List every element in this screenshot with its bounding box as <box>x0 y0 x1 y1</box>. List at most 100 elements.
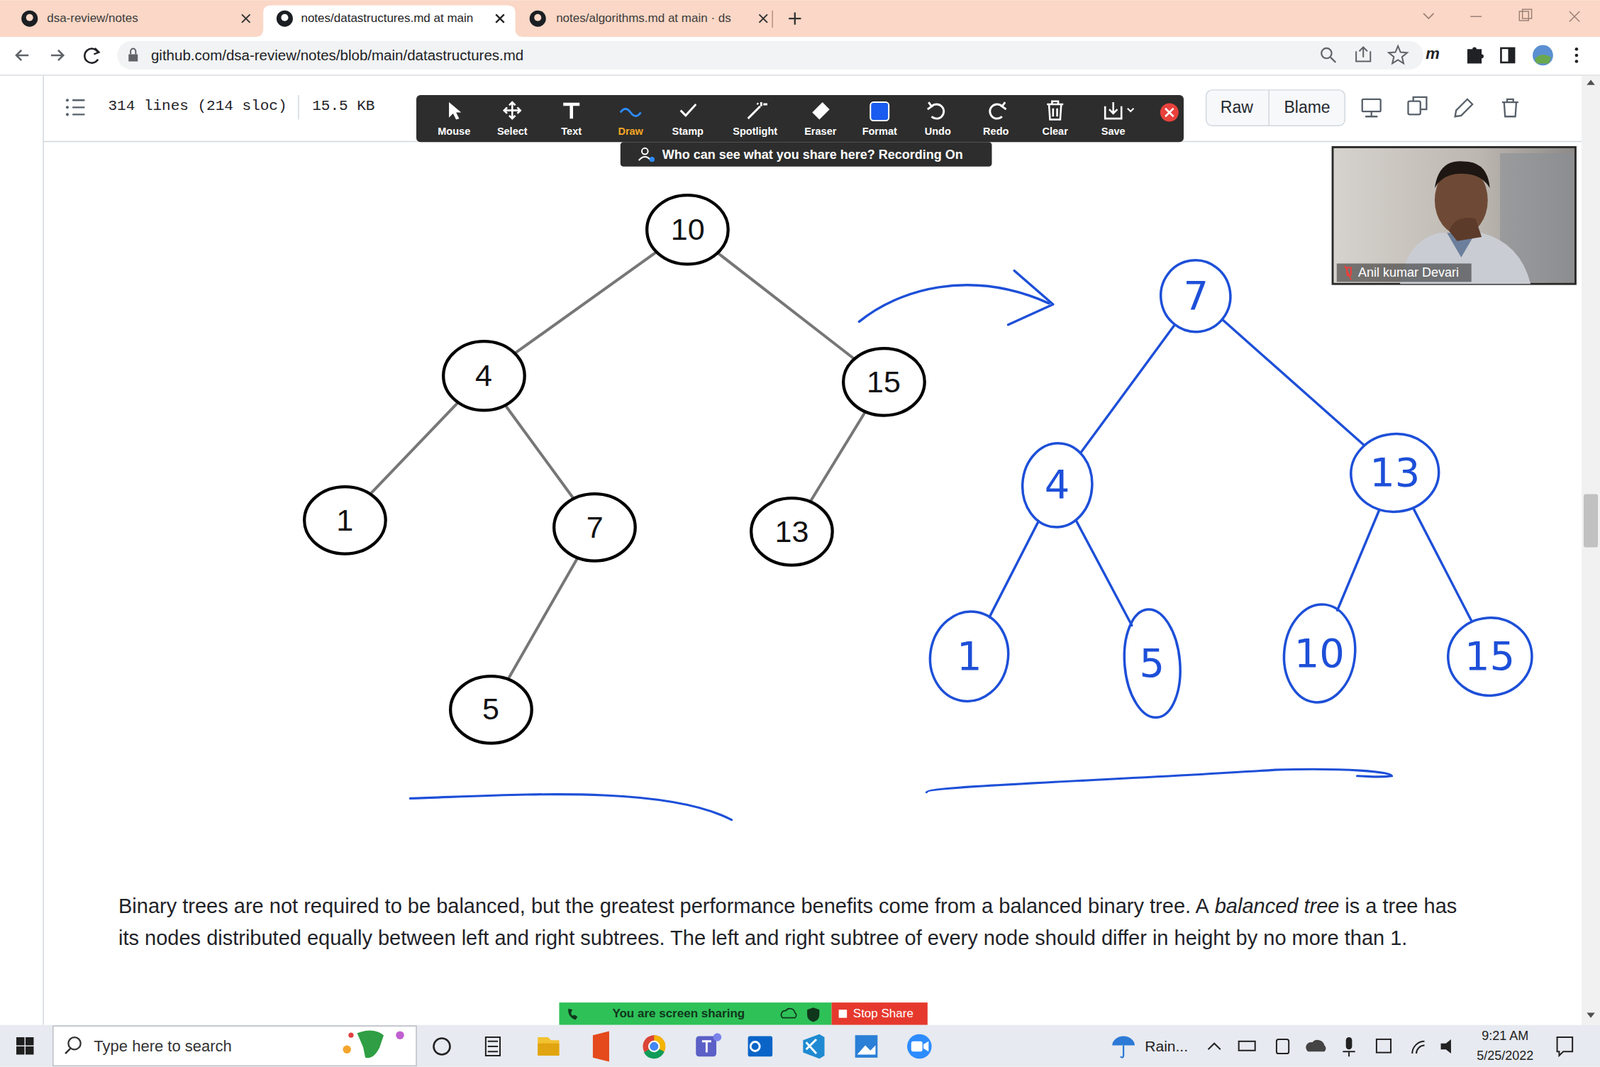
node-ellipse <box>554 494 637 561</box>
address-bar-part <box>1500 48 1515 63</box>
node-ellipse <box>1156 255 1236 337</box>
scrollbar-part <box>1581 75 1600 1025</box>
address-bar-part <box>1467 46 1484 64</box>
taskbar-part <box>537 1043 559 1056</box>
hand-drawn-underline <box>409 768 1392 820</box>
tree-node: 10 <box>644 192 731 267</box>
tree-edge <box>505 405 574 499</box>
node-ellipse <box>751 497 833 565</box>
address-bar-part <box>1321 48 1332 59</box>
taskbar-part <box>16 1036 25 1046</box>
file-header-part <box>1455 99 1473 117</box>
hand-drawn-node: 5 <box>1122 607 1182 720</box>
share-status: You are screen sharing <box>612 1006 745 1021</box>
address-bar-part <box>130 48 136 55</box>
scrollbar <box>1581 75 1600 1025</box>
tab-bar-part <box>276 10 293 27</box>
zoom-toolbar-part <box>1160 103 1179 122</box>
taskbar-part <box>1557 1036 1574 1056</box>
address-bar-part <box>1330 57 1336 63</box>
taskbar-part <box>16 1046 25 1055</box>
node-value: 4 <box>475 360 493 391</box>
tab-bar-part <box>0 0 1600 37</box>
toolbar-label: Select <box>497 125 528 138</box>
zoom-toolbar-part <box>504 102 521 119</box>
node-value: 15 <box>1464 636 1515 676</box>
node-value: 13 <box>775 516 810 547</box>
zoom-toolbar-part <box>748 102 768 119</box>
zoom-toolbar-part <box>563 104 580 119</box>
share-bar-part <box>781 1008 797 1018</box>
share-bar-part <box>807 1007 820 1022</box>
taskbar-part <box>433 1037 450 1054</box>
node-value: 13 <box>1369 452 1420 493</box>
node-ellipse <box>443 341 525 410</box>
node-ellipse <box>1119 607 1185 720</box>
node-value: 15 <box>866 366 901 398</box>
tab-bar-part <box>26 14 34 22</box>
taskbar-part <box>1112 1036 1135 1046</box>
node-ellipse <box>923 604 1016 708</box>
node-value: 5 <box>482 693 500 725</box>
address-bar-part <box>1388 46 1408 64</box>
tree-edge <box>989 520 1039 617</box>
hand-drawn-underline-part <box>409 794 732 820</box>
extension-icon: m <box>1425 45 1440 64</box>
toolbar-label: Eraser <box>804 125 837 138</box>
tab-bar-part <box>529 10 547 27</box>
address-bar-part <box>1575 47 1579 52</box>
zoom-toolbar-part <box>1002 102 1007 110</box>
address-bar-part <box>1532 45 1554 66</box>
tab-bar-part <box>241 14 251 23</box>
address-bar <box>0 36 1600 76</box>
video-tile-part <box>1344 265 1352 280</box>
tree-node: 4 <box>441 339 527 413</box>
taskbar-part <box>537 1036 559 1056</box>
tree-edge <box>1075 520 1132 626</box>
address-bar-part <box>1508 48 1515 63</box>
taskbar-part <box>750 1041 760 1052</box>
address-bar-part <box>128 53 138 61</box>
node-ellipse <box>304 487 386 554</box>
taskbar-part <box>53 1025 417 1066</box>
taskbar-part <box>348 1032 354 1038</box>
toolbar-label: Redo <box>982 125 1009 138</box>
zoom-toolbar-part <box>649 156 655 162</box>
tab-bar-part <box>280 14 288 22</box>
node-value: 5 <box>1139 643 1166 683</box>
hand-drawn-node: 10 <box>1282 602 1357 705</box>
toolbar-label: Stamp <box>672 125 704 138</box>
tab-title: notes/datastructures.md at main <box>300 11 474 26</box>
file-header-part <box>1413 97 1427 110</box>
taskbar-part <box>1346 1036 1353 1049</box>
tree-edge <box>508 558 578 679</box>
taskbar-part <box>907 1034 932 1059</box>
tree-edge <box>718 253 854 359</box>
address-bar-part <box>0 36 1600 75</box>
taskbar-part <box>855 1034 879 1058</box>
zoom-toolbar-part <box>870 102 889 121</box>
address-bar-part <box>1534 54 1552 64</box>
taskbar-part <box>0 1024 1600 1067</box>
tab-bar-part <box>1423 13 1434 19</box>
url-text: github.com/dsa-review/notes/blob/main/da… <box>151 46 524 64</box>
hand-drawn-arrow-part <box>1008 270 1054 325</box>
node-ellipse <box>1019 440 1096 530</box>
node-value: 7 <box>586 512 604 543</box>
taskbar-part <box>68 1036 81 1049</box>
node-value: 1 <box>336 504 354 536</box>
address-bar-part <box>1356 46 1371 61</box>
node-value: 7 <box>1182 275 1209 316</box>
scrollbar-part <box>1586 79 1596 1018</box>
paragraph: Binary trees are not required to be bala… <box>118 890 1470 954</box>
file-header-part <box>297 95 299 120</box>
taskbar-part <box>702 1041 712 1053</box>
tab-title: notes/algorithms.md at main · ds <box>556 11 732 26</box>
file-header-part <box>1206 90 1346 126</box>
taskbar-part <box>342 1045 352 1054</box>
node-value: 4 <box>1044 464 1071 505</box>
toolbar-label: Text <box>560 125 582 138</box>
address-bar-part <box>51 50 64 61</box>
address-bar-part <box>1575 53 1579 58</box>
clock-date: 5/25/2022 <box>1476 1047 1534 1063</box>
